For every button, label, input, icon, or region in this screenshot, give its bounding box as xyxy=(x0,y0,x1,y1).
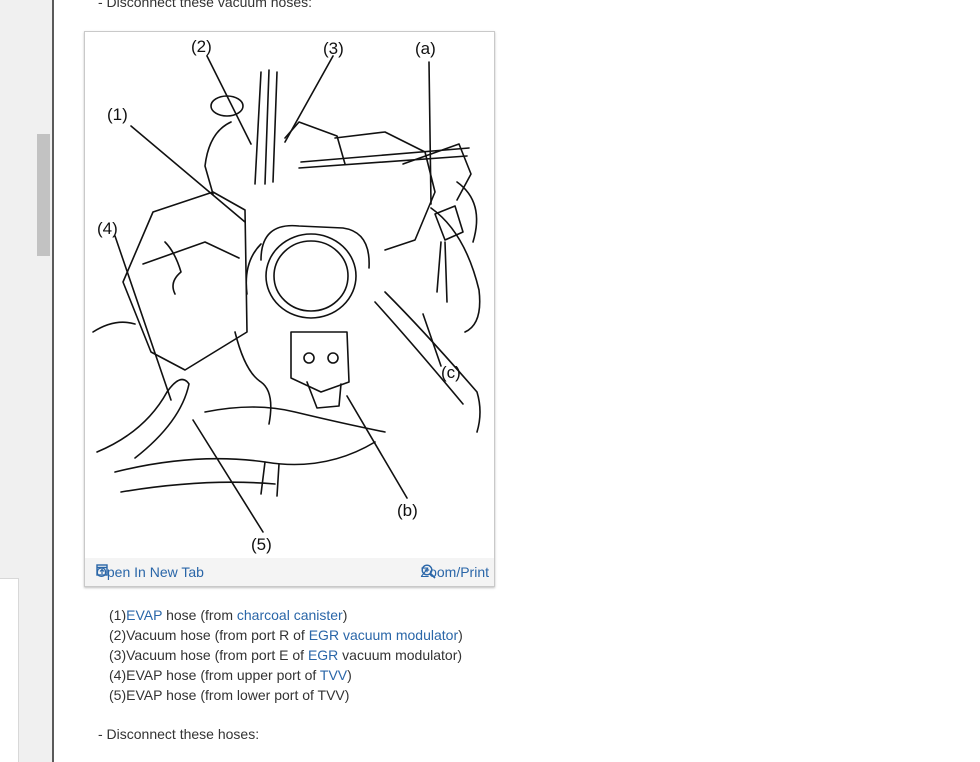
engine-diagram: (2) (3) (a) (1) (4) (c) (b) (5) xyxy=(92,37,481,554)
caption-text: ) xyxy=(347,667,352,683)
scrollbar-thumb[interactable] xyxy=(37,134,50,256)
tvv-link[interactable]: TVV xyxy=(319,667,348,683)
open-tab-icon xyxy=(96,564,108,576)
callout-a: (a) xyxy=(415,39,436,58)
callout-3: (3) xyxy=(323,39,344,58)
callout-4: (4) xyxy=(97,219,118,238)
diagram-figure: (2) (3) (a) (1) (4) (c) (b) (5) Open In … xyxy=(84,31,495,587)
caption-text: Vacuum hose (from port R of xyxy=(126,627,309,643)
caption-number: (2) xyxy=(109,627,127,643)
charcoal-canister-link[interactable]: charcoal canister xyxy=(236,607,343,623)
open-in-new-tab-link[interactable]: Open In New Tab xyxy=(96,564,204,580)
caption-text: EVAP hose (from upper port of xyxy=(126,667,320,683)
caption-number: (4) xyxy=(109,667,127,683)
egr-link[interactable]: EGR xyxy=(307,647,339,663)
caption-row-3: (3)Vacuum hose (from port E of EGR vacuu… xyxy=(109,645,463,665)
content-border xyxy=(52,0,54,762)
instruction-text-2: - Disconnect these hoses: xyxy=(98,726,260,742)
callout-b: (b) xyxy=(397,501,418,520)
caption-list: (1)EVAP hose (from charcoal canister) (2… xyxy=(109,605,463,705)
callout-2: (2) xyxy=(191,37,212,56)
zoom-print-link[interactable]: Zoom/Print xyxy=(421,564,489,580)
caption-text: Vacuum hose (from port E of xyxy=(126,647,308,663)
caption-number: (1) xyxy=(109,607,127,623)
egr-vacuum-modulator-link[interactable]: EGR vacuum modulator xyxy=(308,627,459,643)
caption-text: EVAP hose (from lower port of TVV) xyxy=(126,687,350,703)
callout-5: (5) xyxy=(251,535,272,554)
open-in-new-tab-label: Open In New Tab xyxy=(96,564,204,580)
caption-text: vacuum modulator) xyxy=(338,647,463,663)
caption-text: ) xyxy=(342,607,348,623)
side-panel xyxy=(0,578,19,762)
caption-text: ) xyxy=(458,627,463,643)
callout-1: (1) xyxy=(107,105,128,124)
zoom-print-label: Zoom/Print xyxy=(420,564,489,580)
caption-row-2: (2)Vacuum hose (from port R of EGR vacuu… xyxy=(109,625,463,645)
caption-number: (3) xyxy=(109,647,127,663)
figure-toolbar: Open In New Tab Zoom/Print xyxy=(85,558,494,586)
instruction-text: - Disconnect these vacuum hoses: xyxy=(98,0,312,10)
diagram-callouts: (2) (3) (a) (1) (4) (c) (b) (5) xyxy=(97,37,461,554)
caption-row-5: (5)EVAP hose (from lower port of TVV) xyxy=(109,685,463,705)
zoom-icon xyxy=(421,564,436,579)
evap-link[interactable]: EVAP xyxy=(126,607,163,623)
caption-row-1: (1)EVAP hose (from charcoal canister) xyxy=(109,605,463,625)
caption-row-4: (4)EVAP hose (from upper port of TVV) xyxy=(109,665,463,685)
callout-c: (c) xyxy=(441,363,461,382)
caption-number: (5) xyxy=(109,687,127,703)
caption-text: hose (from xyxy=(162,607,237,623)
